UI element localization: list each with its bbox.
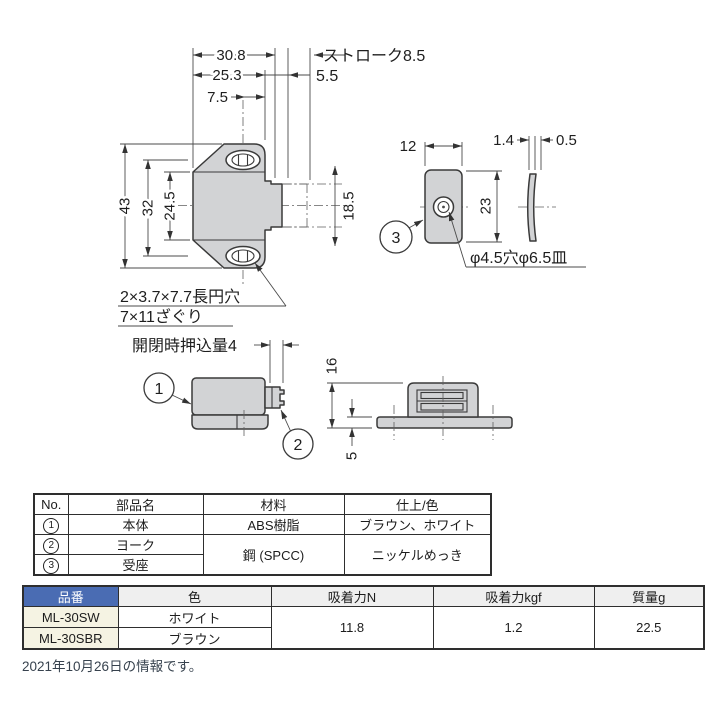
dimension-plate-thickness: 1.4 0.5 (493, 132, 577, 149)
dimension-body-width: 25.3 5.5 (193, 65, 338, 87)
dimension-push-amount (254, 340, 299, 383)
dimension-plate-height: 23 (475, 171, 500, 242)
dim-label-1-4: 1.4 (493, 132, 514, 149)
bottom-view: 16 5 (324, 358, 513, 460)
force-n-cell: 11.8 (270, 606, 434, 650)
dim-label-23: 23 (478, 198, 495, 215)
hole-center-dot (442, 205, 445, 209)
catch-plate-view: 12 1.4 0.5 23 3 φ4.5穴φ6.5皿 (379, 132, 586, 268)
dimension-plate-width: 12 (400, 138, 462, 155)
oblong-hole-top (225, 149, 261, 171)
dimension-offset: 7.5 (207, 89, 265, 106)
part-material-cell: 鋼 (SPCC) (202, 534, 345, 576)
dim-label-24-5: 24.5 (162, 191, 179, 220)
header-part-name: 部品名 (67, 493, 204, 515)
push-note: 開閉時押込量4 (132, 337, 237, 355)
dim-label-12: 12 (400, 138, 417, 155)
technical-drawing: 30.8 ストローク8.5 25.3 5.5 7.5 43 32 24 (114, 45, 586, 461)
hole-note: 2×3.7×7.7長円穴 7×11ざぐり (118, 262, 287, 327)
part-finish-cell: ブラウン、ホワイト (343, 514, 492, 535)
countersink-note: φ4.5穴φ6.5皿 (448, 211, 586, 268)
header-no: No. (33, 493, 69, 515)
callout-number-3: 3 (392, 230, 401, 247)
table-row: 2 ヨーク 鋼 (SPCC) ニッケルめっき (33, 534, 492, 576)
dim-label-16: 16 (324, 358, 341, 375)
callout-3: 3 (379, 219, 424, 254)
table-row: 3 受座 (33, 554, 491, 576)
hole-note-line2: 7×11ざぐり (120, 307, 203, 326)
dim-label-0-5: 0.5 (556, 132, 577, 149)
parts-table: No. 部品名 材料 仕上/色 1 本体 ABS樹脂 ブラウン、ホワイト 2 ヨ… (33, 493, 492, 576)
yoke-latch (264, 386, 285, 409)
part-number-cell: ML-30SBR (22, 627, 119, 650)
countersink-note-text: φ4.5穴φ6.5皿 (470, 249, 567, 267)
header-material: 材料 (202, 493, 345, 515)
dim-label-5: 5 (344, 452, 361, 460)
header-color: 色 (117, 585, 272, 607)
dimension-stroke: ストローク8.5 (314, 47, 425, 65)
spec-table-header-row: 品番 色 吸着力N 吸着力kgf 質量g (22, 585, 705, 607)
body-side (191, 377, 266, 416)
dim-label-32: 32 (140, 200, 157, 217)
part-no-cell: 3 (33, 554, 69, 576)
callout-2: 2 (280, 409, 314, 460)
body-base-strip (191, 414, 269, 430)
table-row: 1 本体 ABS樹脂 ブラウン、ホワイト (33, 514, 492, 535)
dimension-total-height: 43 (114, 144, 136, 268)
part-no-cell: 1 (33, 514, 69, 535)
part-name-cell: ヨーク (67, 534, 204, 555)
header-mass: 質量g (593, 585, 705, 607)
part-material-cell: ABS樹脂 (202, 514, 345, 535)
callout-number-2: 2 (294, 437, 303, 454)
hole-note-line1: 2×3.7×7.7長円穴 (120, 288, 240, 306)
dim-label-5-5: 5.5 (316, 68, 338, 85)
dimension-total-width: 30.8 (193, 45, 275, 67)
center-lines (393, 376, 494, 440)
dim-label-43: 43 (117, 198, 134, 215)
header-part-number: 品番 (22, 585, 119, 607)
part-name-cell: 本体 (67, 514, 204, 535)
oblong-hole-bottom (225, 245, 261, 267)
callout-circle-3 (379, 220, 413, 254)
header-force-kgf: 吸着力kgf (432, 585, 595, 607)
dim-label-7-5: 7.5 (207, 89, 228, 106)
color-cell: ホワイト (117, 606, 272, 628)
callout-circle-1 (143, 372, 175, 404)
part-no-cell: 2 (33, 534, 69, 555)
callout-1: 1 (143, 372, 192, 405)
color-cell: ブラウン (117, 627, 272, 650)
dimension-base-height: 5 (344, 399, 372, 460)
circled-number: 2 (43, 537, 60, 554)
callout-number-1: 1 (155, 381, 164, 398)
circled-number: 3 (43, 557, 60, 574)
stroke-label: ストローク8.5 (323, 47, 425, 65)
side-view: 開閉時押込量4 1 2 (132, 337, 314, 460)
catch-plate-side (527, 173, 537, 242)
callout-circle-2 (282, 428, 314, 460)
table-row: ML-30SW ホワイト 11.8 1.2 22.5 (22, 606, 705, 650)
front-view: 30.8 ストローク8.5 25.3 5.5 7.5 43 32 24 (114, 45, 425, 327)
part-name-cell: 受座 (67, 554, 204, 576)
part-number-cell: ML-30SW (22, 606, 119, 628)
dimension-latch-height: 18.5 (332, 166, 358, 246)
dim-label-25-3: 25.3 (212, 67, 241, 84)
dim-label-18-5: 18.5 (341, 191, 358, 220)
header-force-n: 吸着力N (270, 585, 434, 607)
spec-table: 品番 色 吸着力N 吸着力kgf 質量g ML-30SW ホワイト 11.8 1… (22, 585, 705, 650)
table-row: ML-30SBR ブラウン (22, 627, 704, 650)
force-kgf-cell: 1.2 (432, 606, 595, 650)
mass-cell: 22.5 (593, 606, 705, 650)
part-finish-cell: ニッケルめっき (343, 534, 492, 576)
parts-table-header-row: No. 部品名 材料 仕上/色 (33, 493, 492, 515)
info-date-note: 2021年10月26日の情報です。 (22, 659, 203, 674)
base-flange (376, 416, 513, 429)
dim-label-30-8: 30.8 (216, 47, 245, 64)
circled-number: 1 (43, 517, 60, 534)
header-finish: 仕上/色 (343, 493, 492, 515)
dimension-hole-pitch: 32 (137, 160, 159, 256)
dimension-body-height: 24.5 (159, 172, 181, 240)
